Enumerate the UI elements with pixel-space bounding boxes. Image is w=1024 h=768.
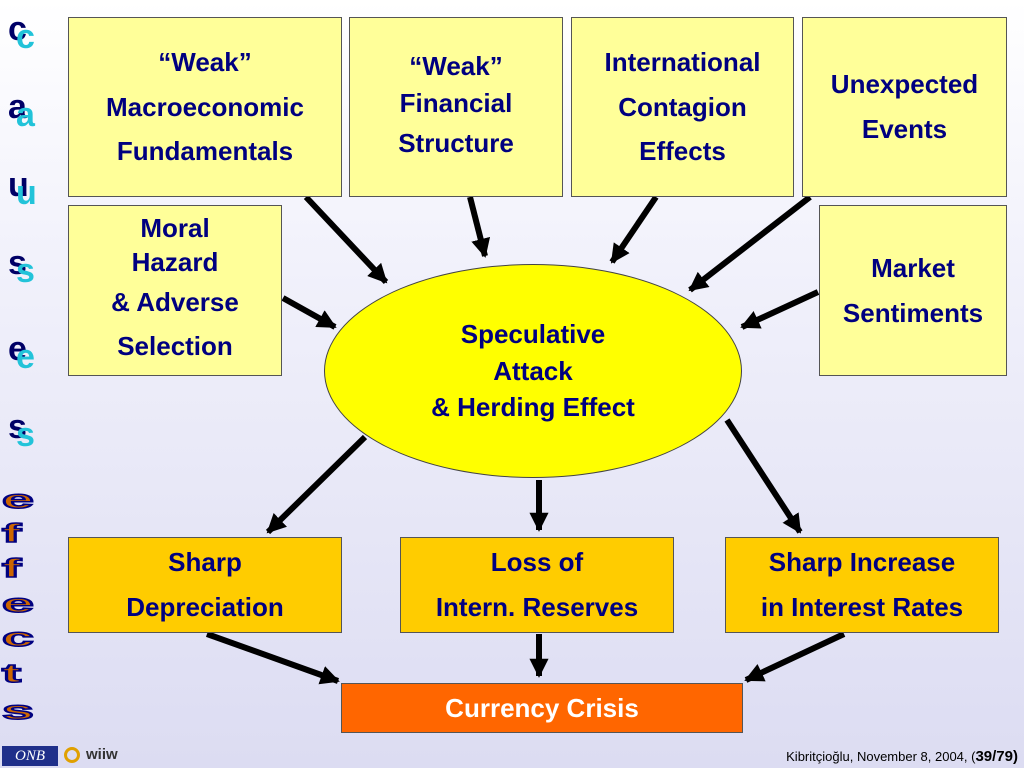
effect-label-line: Depreciation bbox=[126, 592, 284, 622]
arrow-unexpected-to-attack bbox=[688, 194, 812, 293]
speculative-attack-ellipse: Speculative Attack & Herding Effect bbox=[324, 264, 742, 478]
cause-label-line: Moral bbox=[140, 212, 210, 243]
effects-letter: t bbox=[0, 658, 22, 688]
cause-box-unexpected: Unexpected Events bbox=[802, 17, 1007, 197]
cause-label-line: Hazard bbox=[131, 246, 219, 277]
currency-crisis-box: Currency Crisis bbox=[341, 683, 743, 733]
effects-letter: s bbox=[0, 695, 35, 725]
arrow-financial-to-attack bbox=[467, 196, 491, 258]
cause-box-weak-macro: “Weak” Macroeconomic Fundamentals bbox=[68, 17, 342, 197]
effects-letter: c bbox=[0, 622, 35, 652]
cause-label-line: Events bbox=[861, 114, 948, 144]
cause-label-line: & Adverse bbox=[111, 286, 239, 317]
cause-label-line: “Weak” bbox=[158, 46, 252, 77]
cause-box-contagion: International Contagion Effects bbox=[571, 17, 794, 197]
cause-box-weak-financial: “Weak” Financial Structure bbox=[349, 17, 563, 197]
cause-label-line: Market bbox=[871, 252, 955, 283]
cause-label-line: “Weak” bbox=[409, 51, 503, 82]
effect-label-line: in Interest Rates bbox=[760, 592, 964, 622]
page-number: 39/79 bbox=[975, 748, 1013, 765]
center-label-line: & Herding Effect bbox=[431, 392, 635, 423]
cause-label-line: Unexpected bbox=[830, 69, 979, 100]
arrow-macro-to-attack bbox=[303, 194, 389, 285]
arrow-attack-to-interest bbox=[724, 418, 803, 534]
effects-letter: f bbox=[0, 518, 22, 548]
effects-letter: e bbox=[0, 484, 35, 514]
cause-label-line: International bbox=[604, 46, 761, 77]
effect-label-line: Sharp bbox=[168, 547, 242, 578]
cause-label-line: Structure bbox=[398, 128, 514, 159]
cause-label-line: Effects bbox=[639, 136, 726, 167]
cause-box-moral-hazard: Moral Hazard & Adverse Selection bbox=[68, 205, 282, 376]
footer-credit: Kibritçioğlu, November 8, 2004, (39/79) bbox=[786, 748, 1018, 765]
arrow-depreciation-to-crisis bbox=[205, 631, 340, 685]
currency-crisis-label: Currency Crisis bbox=[445, 692, 639, 723]
effects-letter: f bbox=[0, 553, 22, 583]
effect-label-line: Loss of bbox=[490, 547, 584, 578]
effect-label-line: Intern. Reserves bbox=[435, 592, 639, 622]
cause-box-market-sentiments: Market Sentiments bbox=[819, 205, 1007, 376]
arrow-sentiments-to-attack bbox=[740, 289, 820, 330]
center-label-line: Attack bbox=[493, 355, 573, 386]
cause-label-line: Contagion bbox=[618, 91, 747, 122]
cause-label-line: Macroeconomic bbox=[106, 91, 304, 122]
effect-label-line: Sharp Increase bbox=[768, 547, 956, 578]
center-label-line: Speculative bbox=[460, 319, 606, 350]
cause-label-line: Financial bbox=[399, 87, 513, 118]
onb-logo: ONB bbox=[2, 746, 58, 766]
effect-box-depreciation: Sharp Depreciation bbox=[68, 537, 342, 633]
effect-box-interest: Sharp Increase in Interest Rates bbox=[725, 537, 999, 633]
effects-letter: e bbox=[0, 588, 35, 618]
arrow-contagion-to-attack bbox=[609, 195, 659, 264]
effect-box-reserves: Loss of Intern. Reserves bbox=[400, 537, 674, 633]
arrow-moral-to-attack bbox=[281, 295, 337, 330]
cause-label-line: Selection bbox=[117, 331, 233, 362]
cause-label-line: Fundamentals bbox=[116, 136, 294, 167]
arrow-interest-to-crisis bbox=[744, 631, 846, 683]
wiiw-logo-icon bbox=[64, 747, 80, 763]
arrow-attack-to-depreciation bbox=[265, 434, 368, 535]
cause-label-line: Sentiments bbox=[842, 297, 984, 328]
wiiw-logo-text: wiiw bbox=[86, 746, 118, 763]
